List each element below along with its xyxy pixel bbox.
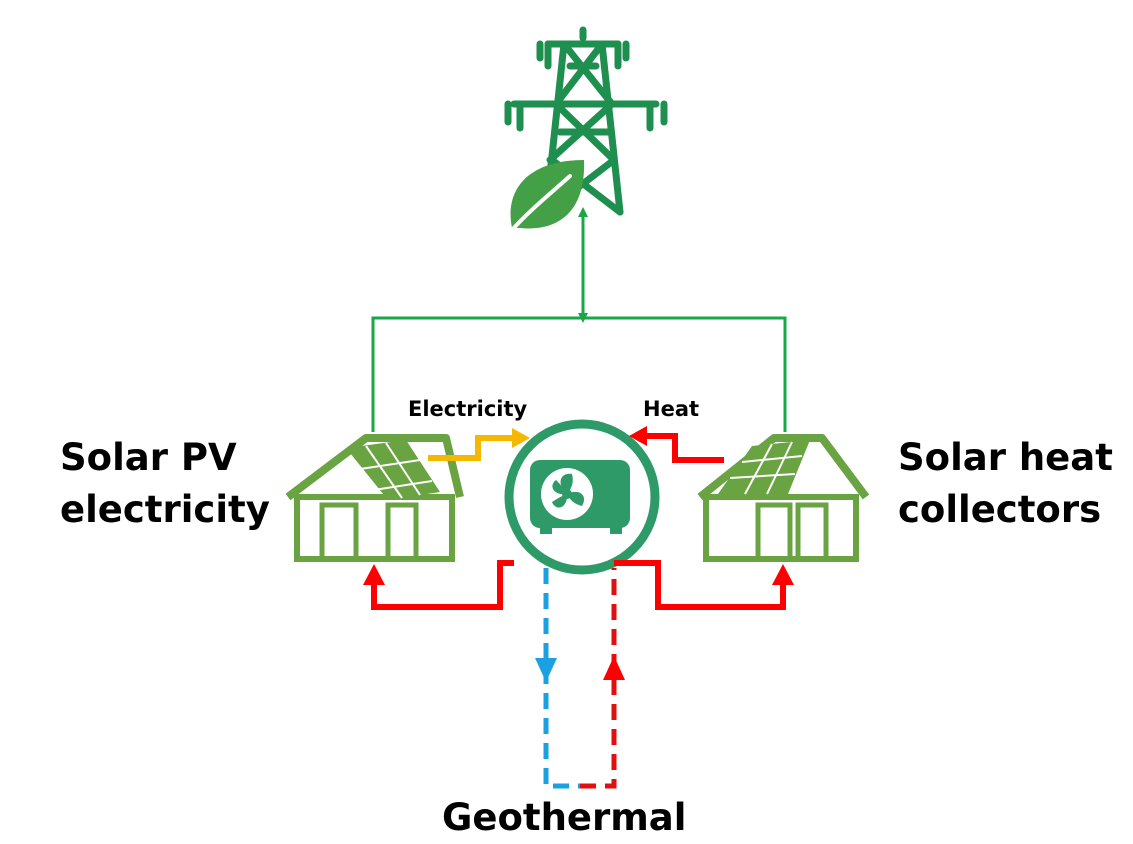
- solar-pv-label: Solar PV electricity: [60, 432, 270, 536]
- heat-flow-label: Heat: [643, 397, 700, 421]
- electricity-flow-label: Electricity: [408, 397, 528, 421]
- electricity-arrow: [428, 428, 530, 461]
- heat-supply-lines: [363, 560, 794, 610]
- house-solar-pv-icon: [285, 434, 464, 562]
- leaf-icon: [510, 160, 585, 232]
- heat-arrow: [629, 426, 724, 463]
- warm-flow-arrowhead: [603, 656, 625, 680]
- cold-flow-arrowhead: [535, 658, 557, 682]
- solar-heat-label: Solar heat collectors: [898, 432, 1113, 536]
- solar-pv-label-line1: Solar PV: [60, 436, 237, 479]
- fan-icon: [541, 468, 593, 520]
- heat-pump-icon: [504, 419, 660, 575]
- geothermal-label: Geothermal: [442, 796, 687, 839]
- geothermal-loop: [543, 568, 617, 789]
- solar-heat-label-line2: collectors: [898, 488, 1102, 531]
- solar-pv-label-line2: electricity: [60, 488, 270, 531]
- house-solar-heat-icon: [697, 434, 870, 562]
- grid-connection: [371, 207, 787, 432]
- solar-heat-label-line1: Solar heat: [898, 436, 1113, 479]
